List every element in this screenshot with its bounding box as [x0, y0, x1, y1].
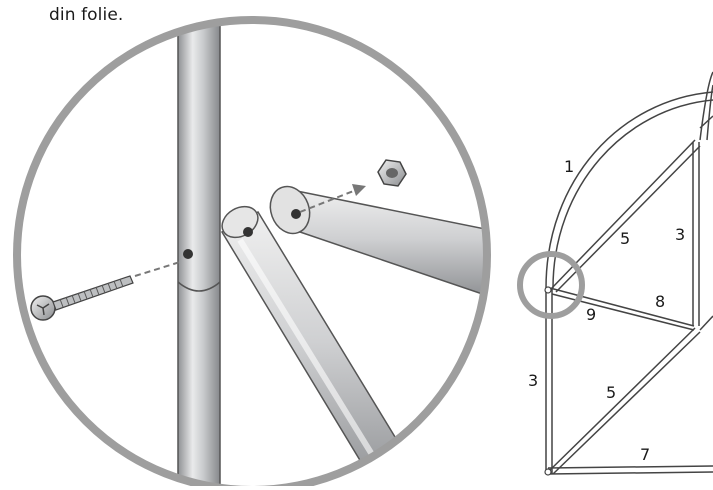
arch-outer: [545, 91, 713, 289]
vertical-pole: [177, 20, 221, 490]
diagonal-tube-lower: [220, 205, 422, 490]
part-label-5-upper: 5: [620, 229, 630, 248]
detail-magnified-view: [30, 20, 487, 490]
part-label-3-right: 3: [675, 225, 685, 244]
caption-text: din folie.: [49, 5, 124, 25]
bolt-icon: [30, 275, 134, 321]
arch-inner: [552, 99, 713, 289]
part-label-5-lower: 5: [606, 383, 616, 402]
insertion-guide-right: [299, 189, 357, 213]
part-label-7: 7: [640, 445, 650, 464]
detail-circle-frame: [13, 16, 491, 490]
diagonal-tube-upper: [269, 185, 487, 302]
nut-icon: [377, 159, 407, 187]
frame-highlight-circle: [517, 251, 585, 319]
part-label-8: 8: [655, 292, 665, 311]
arrow-head-icon: [352, 184, 366, 196]
part-label-1: 1: [564, 157, 574, 176]
insertion-guide-left: [134, 261, 181, 277]
part-label-9: 9: [586, 305, 596, 324]
frame-overview: [545, 71, 713, 475]
part-label-3-left: 3: [528, 371, 538, 390]
